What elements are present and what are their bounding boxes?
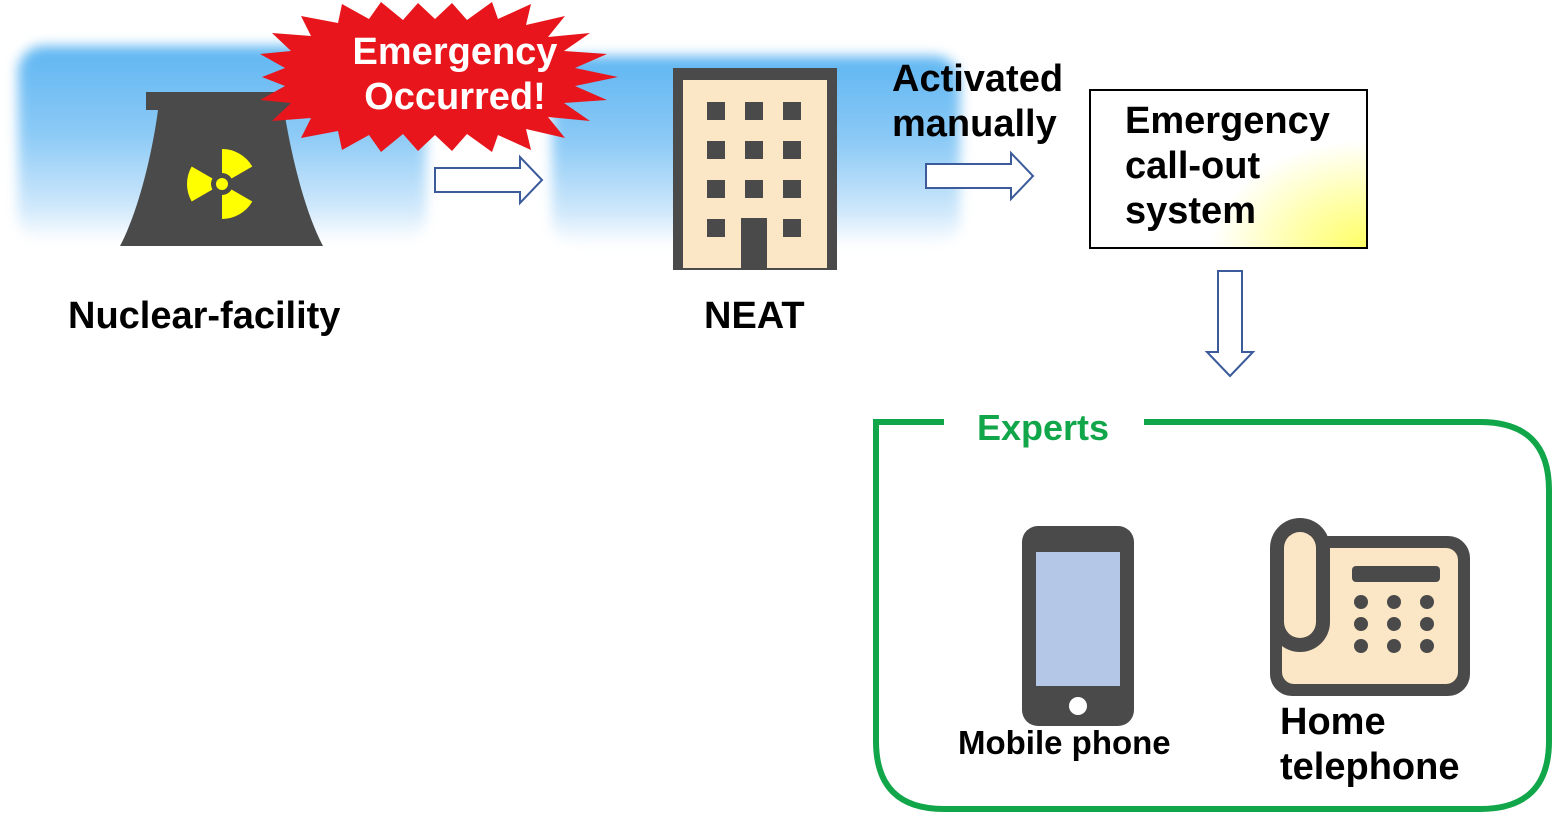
callout-line-1: Emergency [1125,100,1330,142]
emergency-occurred-text: Emergency Occurred! [300,30,610,120]
arrow-down-icon [1204,270,1256,378]
home-telephone-icon [1270,518,1470,696]
emergency-burst-icon [260,2,618,152]
burst-line-2: Occurred! [364,76,546,118]
activated-line-2: manually [892,103,1057,145]
activated-line-1: Activated [892,58,1064,100]
nuclear-plant-icon [120,92,323,246]
emergency-callout-system-box: Emergency call-out system [1089,89,1368,249]
nuclear-facility-label: Nuclear-facility [68,295,341,337]
experts-frame [873,419,1552,812]
activated-manually-label: Activated manually [892,57,1063,147]
mobile-phone-label: Mobile phone [958,724,1171,761]
home-line-2: telephone [1280,746,1460,788]
callout-system-text: Emergency call-out system [1125,99,1330,234]
home-telephone-label: Home telephone [1280,700,1459,790]
callout-line-2: call-out [1125,145,1261,187]
radiation-icon [183,145,261,223]
arrow-right-icon [434,154,544,206]
neat-label: NEAT [704,295,805,337]
mobile-phone-icon [1022,526,1134,726]
neat-building-icon [673,68,837,270]
experts-title: Experts [977,407,1110,448]
arrow-right-icon [925,150,1035,202]
burst-line-1: Emergency [352,31,558,73]
home-line-1: Home [1280,701,1386,743]
callout-line-3: system [1125,190,1256,232]
